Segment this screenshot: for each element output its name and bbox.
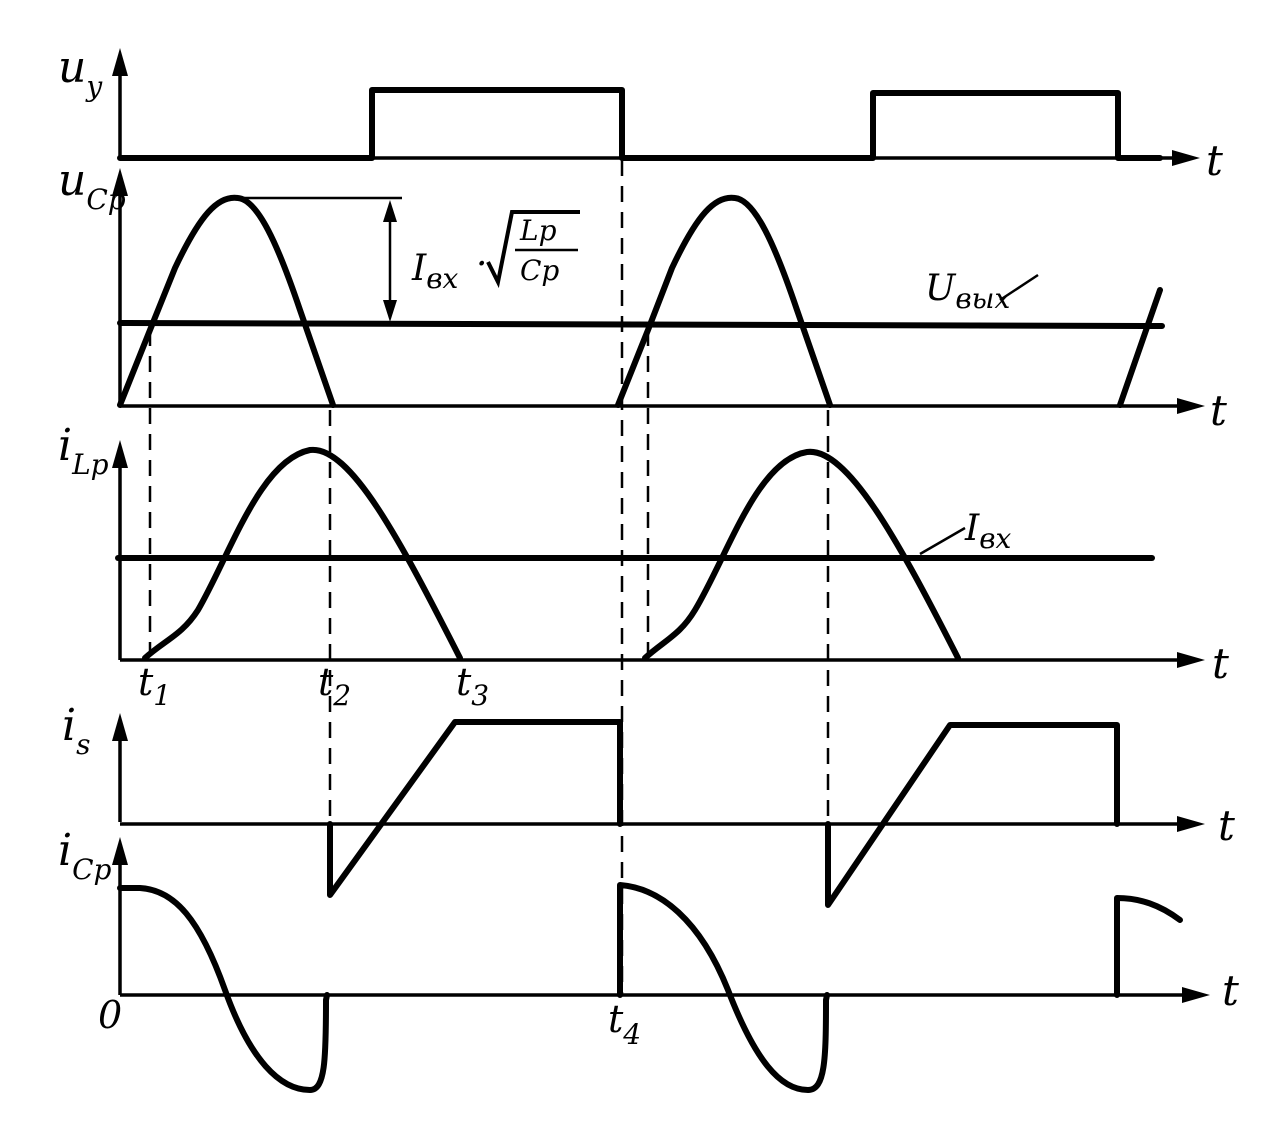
dimension-arrow-up-icon: [383, 200, 397, 222]
uy-axis-arrow-icon: [112, 48, 128, 76]
uy-label: uy: [58, 42, 103, 103]
ucp-label: uCp: [58, 155, 126, 216]
ilp-waveform-period-1: [142, 446, 463, 661]
is-label: is: [62, 700, 90, 761]
u-out-pointer: [999, 273, 1039, 302]
icp-waveform-period-2: [617, 882, 830, 1093]
ucp-waveform-period-2: [615, 194, 833, 408]
dimension-arrow-down-icon: [383, 300, 397, 322]
i-in-label: Iвх: [964, 508, 1012, 555]
uy-time-arrow-icon: [1172, 150, 1200, 166]
t4-label: t4: [608, 997, 641, 1051]
ucp-time-arrow-icon: [1177, 398, 1205, 414]
u-out-label: Uвых: [925, 268, 1010, 315]
svg-text:Iвх: Iвх: [411, 248, 459, 295]
icp-label: iCp: [58, 825, 112, 886]
origin-label: 0: [98, 993, 122, 1037]
t-label-uy: t: [1206, 136, 1223, 185]
uy-waveform: [117, 87, 1163, 161]
t-label-icp: t: [1222, 966, 1239, 1015]
icp-axis-arrow-icon: [112, 837, 128, 865]
svg-text:·: ·: [476, 244, 487, 285]
icp-waveform-period-3: [1114, 895, 1183, 998]
t1-label: t1: [138, 660, 171, 712]
ilp-time-arrow-icon: [1177, 652, 1205, 668]
t3-label: t3: [456, 660, 489, 712]
svg-text:Lp: Lp: [519, 214, 557, 247]
is-waveform-period-1: [327, 719, 623, 898]
sqrt-sign-icon: [486, 210, 580, 289]
amplitude-dimension: [181, 196, 402, 326]
icp-time-arrow-icon: [1182, 987, 1210, 1003]
amplitude-formula: Iвх · Lp Cp: [411, 210, 580, 295]
i-in-pointer: [919, 526, 966, 556]
ucp-axis-arrow-icon: [112, 168, 128, 196]
is-time-arrow-icon: [1177, 816, 1205, 832]
ilp-label: iLp: [58, 420, 109, 481]
is-axis-arrow-icon: [112, 713, 128, 741]
t2-label: t2: [318, 660, 351, 712]
ucp-waveform-period-1: [117, 194, 336, 408]
svg-text:Cp: Cp: [520, 254, 559, 287]
time-marker-lines: [148, 160, 830, 995]
ilp-waveform-period-2: [642, 448, 961, 661]
t-label-ilp: t: [1212, 639, 1229, 688]
is-waveform-period-2: [825, 722, 1120, 908]
t-label-ucp: t: [1210, 386, 1227, 435]
t-label-is: t: [1218, 801, 1235, 850]
ucp-waveform-rise-3: [1117, 287, 1163, 408]
icp-waveform-period-1: [117, 885, 330, 1093]
ilp-axis-arrow-icon: [112, 440, 128, 468]
u-out-level-line: [117, 320, 1165, 329]
